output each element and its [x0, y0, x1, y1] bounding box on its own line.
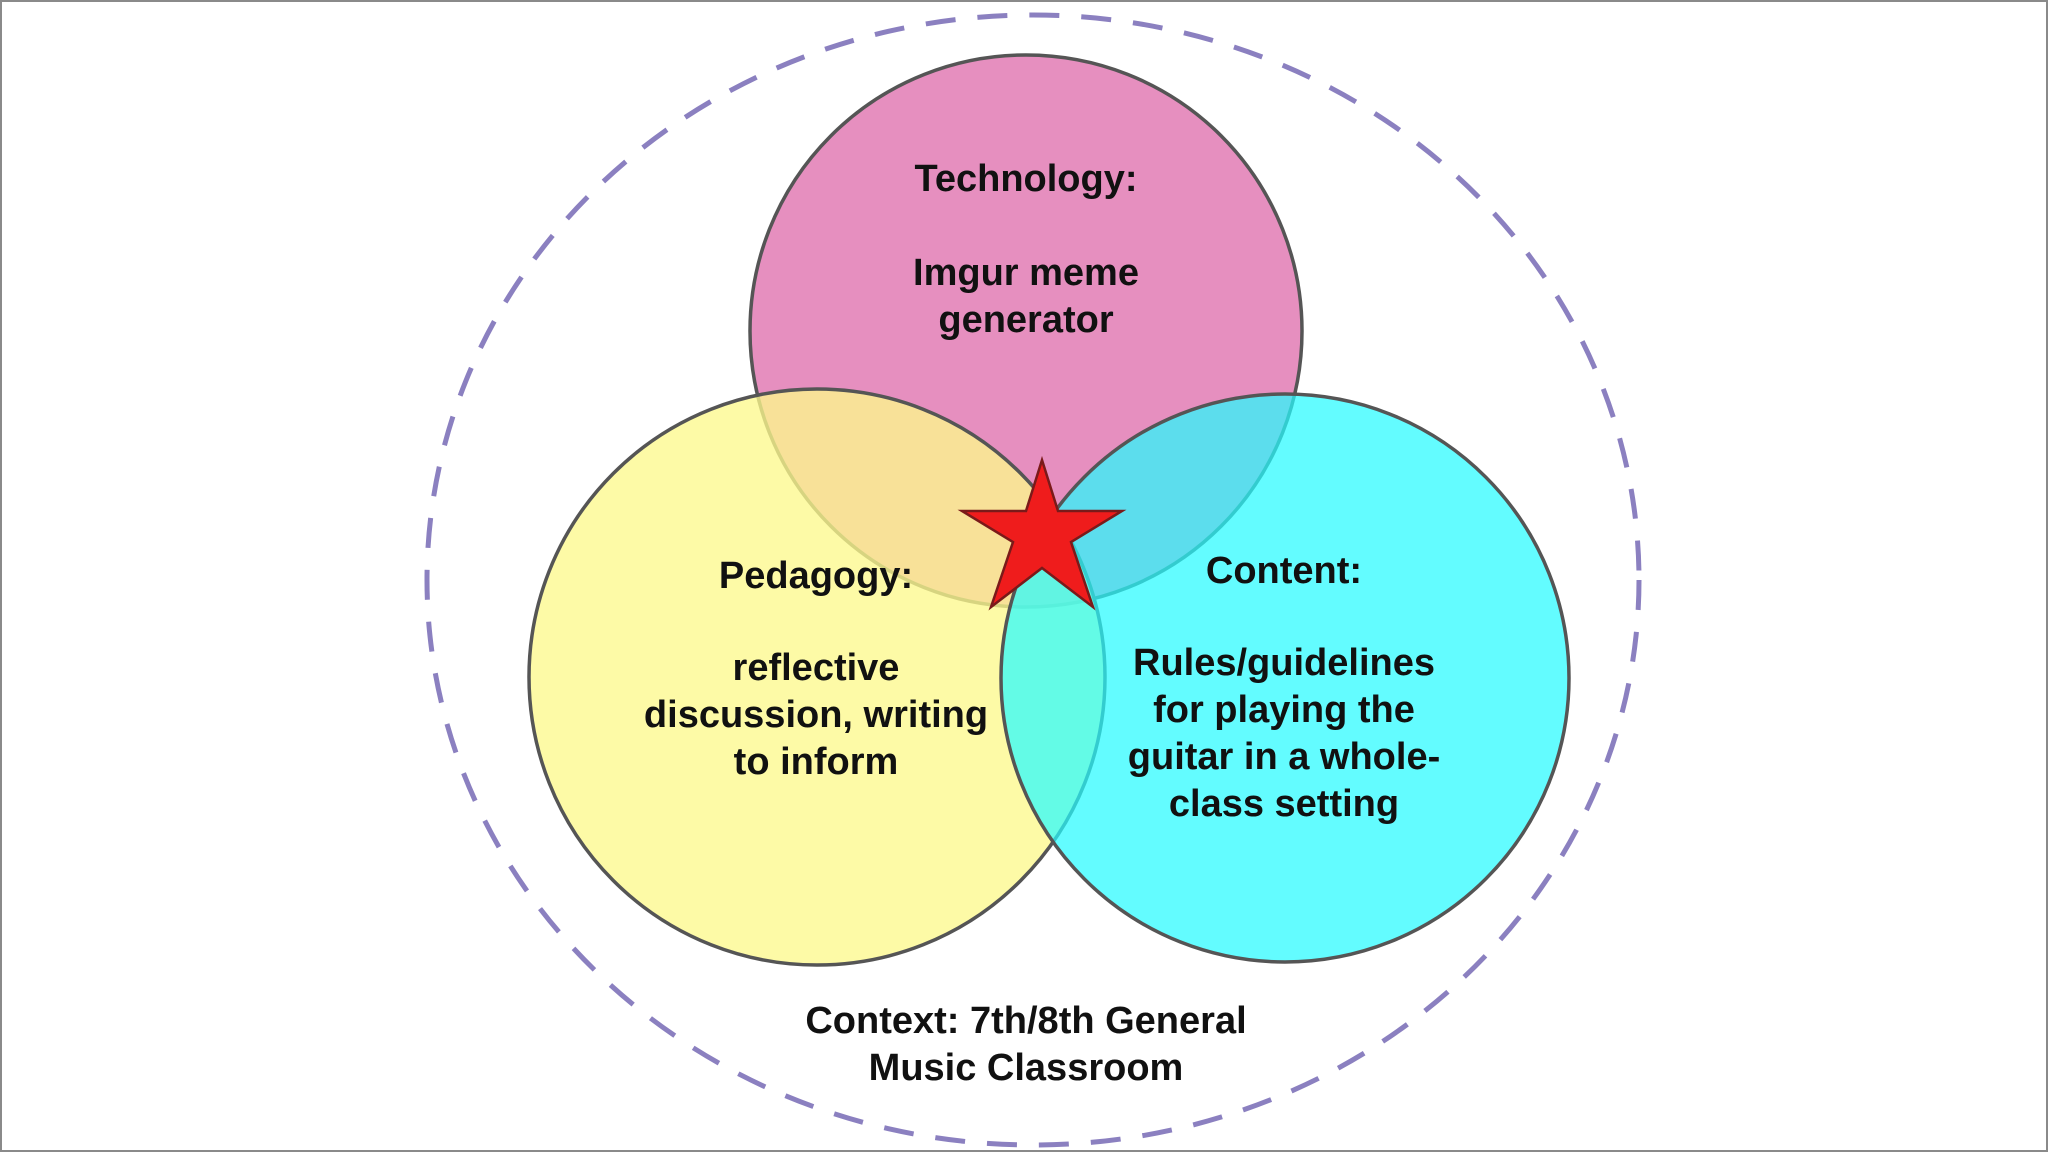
star-icon [957, 455, 1127, 611]
pedagogy-line-1: reflective [733, 647, 900, 689]
pedagogy-line-2: discussion, writing [644, 694, 988, 736]
technology-line-1: Imgur meme [913, 252, 1139, 294]
content-line-3: guitar in a whole- [1128, 736, 1440, 778]
content-line-2: for playing the [1153, 689, 1415, 731]
pedagogy-label: Pedagogy: reflective discussion, writing… [644, 555, 988, 783]
content-circle [999, 392, 1571, 964]
technology-heading: Technology: [914, 158, 1137, 200]
pedagogy-line-3: to inform [734, 741, 899, 783]
context-label: Context: 7th/8th General Music Classroom [805, 1000, 1246, 1089]
technology-line-2: generator [938, 299, 1113, 341]
content-label: Content: Rules/guidelines for playing th… [1128, 550, 1440, 825]
content-heading: Content: [1206, 550, 1362, 592]
pedagogy-heading: Pedagogy: [719, 555, 913, 597]
context-line-1: Context: 7th/8th General [805, 1000, 1246, 1042]
context-ring [424, 12, 1642, 1148]
content-line-1: Rules/guidelines [1133, 642, 1435, 684]
content-line-4: class setting [1169, 783, 1399, 825]
technology-label: Technology: Imgur meme generator [913, 158, 1139, 341]
context-line-2: Music Classroom [869, 1047, 1184, 1089]
